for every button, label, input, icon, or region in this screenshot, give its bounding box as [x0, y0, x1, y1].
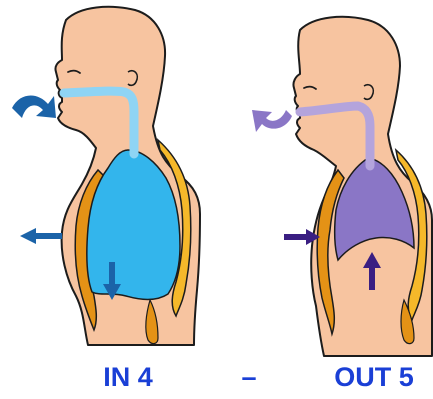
curved-arrow-out-icon [252, 110, 292, 132]
exhale-label: OUT 5 [318, 360, 430, 394]
curved-arrow-in-icon [12, 95, 56, 118]
inhale-label: IN 4 [72, 360, 184, 394]
arrow-left-icon [20, 228, 62, 244]
separator-label: – [232, 360, 266, 394]
inhale-figure [55, 7, 200, 345]
exhale-figure [293, 17, 432, 356]
